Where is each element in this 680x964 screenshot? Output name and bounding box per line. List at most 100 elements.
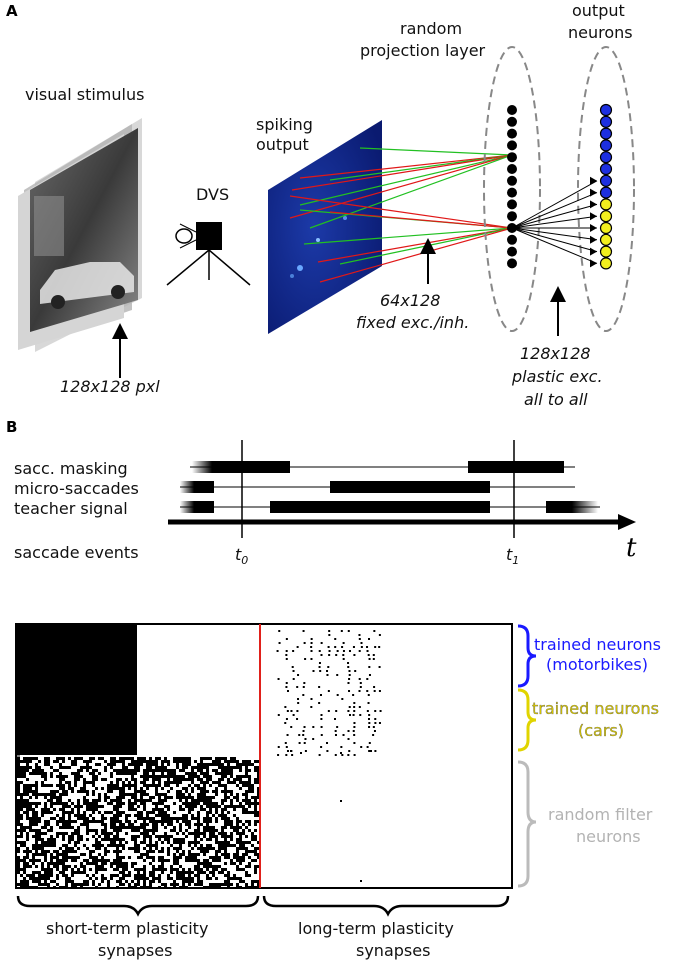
stp-weight [257, 847, 260, 850]
stp-weight [65, 874, 68, 877]
stp-weight [212, 805, 215, 808]
stp-weight [26, 793, 29, 796]
stp-weight [143, 805, 146, 808]
ltp-weight [320, 654, 323, 656]
stp-weight [128, 772, 131, 775]
stp-weight [242, 784, 245, 787]
stp-weight [134, 877, 137, 880]
stp-weight [80, 775, 83, 778]
stp-weight [167, 784, 170, 787]
stp-weight [29, 757, 32, 760]
ltp-weight [340, 746, 343, 748]
stp-weight [62, 760, 65, 763]
stp-weight [221, 829, 224, 832]
stp-weight [200, 823, 203, 826]
stp-weight [254, 808, 257, 811]
stp-weight [236, 886, 239, 889]
stp-weight [89, 862, 92, 865]
projection-neuron [507, 116, 517, 127]
stp-weight [92, 817, 95, 820]
stp-weight [206, 862, 209, 865]
ltp-weight [303, 726, 306, 728]
stp-weight [116, 784, 119, 787]
stp-weight [95, 832, 98, 835]
stp-weight [62, 886, 65, 889]
stp-weight [104, 817, 107, 820]
stp-weight [110, 763, 113, 766]
stp-weight [23, 880, 26, 883]
ltp-weight [302, 686, 305, 688]
stp-weight [236, 796, 239, 799]
stp-weight [227, 796, 230, 799]
stp-weight [83, 799, 86, 802]
ltp-weight [367, 718, 370, 720]
stp-weight [62, 835, 65, 838]
stp-weight [32, 793, 35, 796]
stp-weight [158, 811, 161, 814]
stp-weight [146, 832, 149, 835]
stp-weight [161, 862, 164, 865]
stp-weight [215, 835, 218, 838]
projection-neuron [507, 128, 517, 139]
stp-weight [155, 829, 158, 832]
stp-weight [140, 841, 143, 844]
stp-weight [170, 787, 173, 790]
stp-weight [35, 853, 38, 856]
ltp-weight [366, 678, 369, 680]
stp-weight [143, 775, 146, 778]
stp-weight [65, 853, 68, 856]
row-teacher-signal: teacher signal [14, 499, 128, 518]
ltp-weight [340, 800, 342, 802]
stp-weight [86, 883, 89, 886]
stp-weight [44, 811, 47, 814]
visual-stimulus-frames [18, 118, 142, 352]
stp-weight [86, 763, 89, 766]
stp-weight [161, 763, 164, 766]
stp-weight [20, 808, 23, 811]
stp-weight [257, 814, 260, 817]
stp-weight [44, 874, 47, 877]
stp-weight [80, 817, 83, 820]
stp-weight [83, 802, 86, 805]
stp-weight [164, 832, 167, 835]
stp-weight [185, 817, 188, 820]
stp-weight [62, 862, 65, 865]
stp-weight [35, 802, 38, 805]
stp-weight [152, 775, 155, 778]
stp-weight [23, 790, 26, 793]
stp-weight [26, 874, 29, 877]
stp-weight [26, 847, 29, 850]
stp-weight [71, 871, 74, 874]
stp-weight [104, 868, 107, 871]
stp-weight [131, 886, 134, 889]
stp-weight [128, 793, 131, 796]
projection-neuron [507, 140, 517, 151]
stp-weight [200, 808, 203, 811]
stp-weight [248, 856, 251, 859]
stp-weight [188, 808, 191, 811]
stp-weight [227, 766, 230, 769]
stp-weight [185, 877, 188, 880]
stp-weight [167, 808, 170, 811]
stp-weight [59, 859, 62, 862]
stp-weight [152, 871, 155, 874]
stp-weight [38, 859, 41, 862]
stp-weight [92, 772, 95, 775]
stp-weight [128, 814, 131, 817]
stp-weight [62, 757, 65, 760]
stp-weight [221, 766, 224, 769]
stp-weight [143, 820, 146, 823]
stp-weight [152, 856, 155, 859]
stp-weight [125, 769, 128, 772]
stp-weight [44, 808, 47, 811]
stp-weight [140, 763, 143, 766]
stp-weight [65, 886, 68, 889]
ltp-weight [360, 746, 363, 748]
stp-weight [155, 835, 158, 838]
stp-weight [206, 874, 209, 877]
stp-weight [113, 808, 116, 811]
stp-weight [98, 772, 101, 775]
stp-weight [206, 877, 209, 880]
stp-weight [74, 781, 77, 784]
stp-weight [131, 862, 134, 865]
